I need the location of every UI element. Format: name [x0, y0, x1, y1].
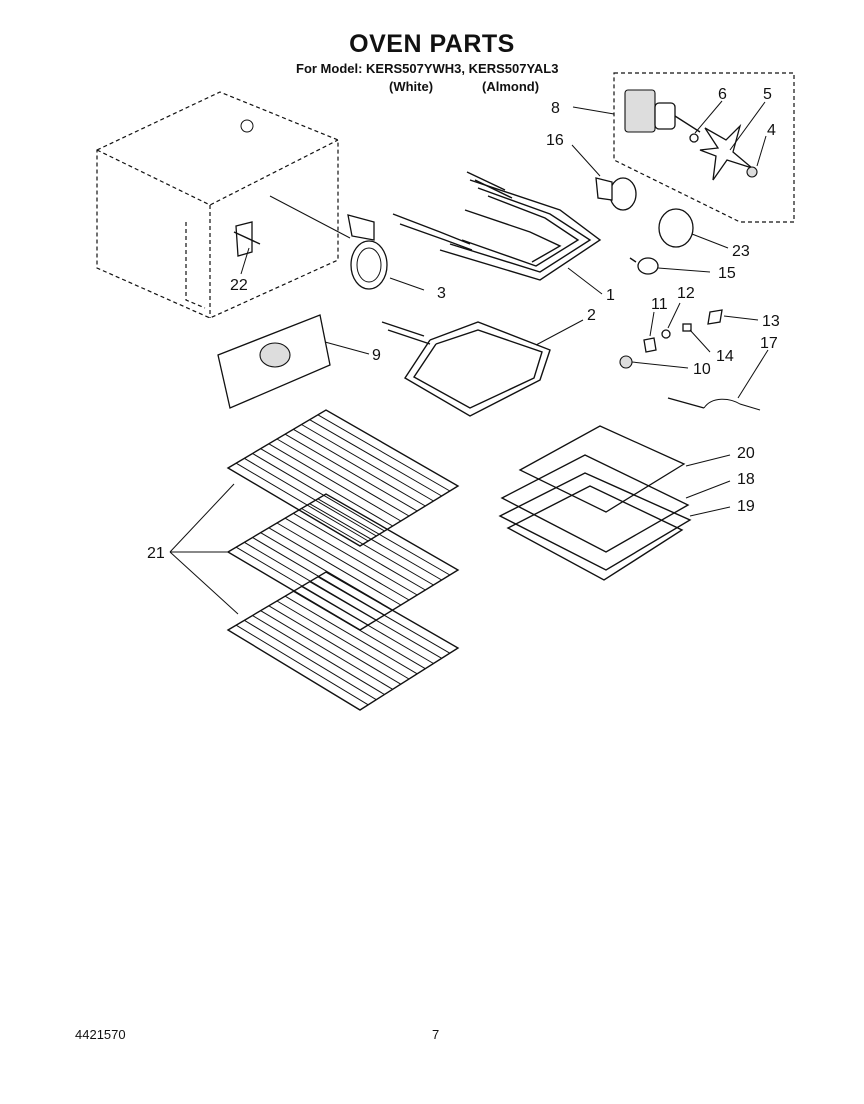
callout-5: 5 [763, 86, 772, 103]
fan-blade-part [699, 123, 753, 181]
callout-22: 22 [230, 277, 248, 294]
broiler-pan-part [498, 425, 692, 581]
color-white-label: (White) [389, 79, 434, 94]
bracket-part [233, 221, 261, 257]
clip-part [707, 309, 723, 325]
callout-4: 4 [767, 122, 776, 139]
page-title: OVEN PARTS [349, 30, 515, 58]
oven-cavity [96, 91, 339, 319]
callout-18: 18 [737, 471, 755, 488]
callout-11: 11 [651, 296, 668, 313]
leader-lines [169, 100, 769, 615]
terminal-part [643, 337, 657, 353]
model-line: For Model: KERS507YWH3, KERS507YAL3 [296, 61, 559, 76]
callout-3: 3 [437, 285, 446, 302]
light-bulb-part [629, 257, 659, 275]
page-number: 7 [432, 1027, 440, 1042]
callout-9: 9 [372, 347, 381, 364]
callout-23: 23 [732, 243, 750, 260]
callout-15: 15 [718, 265, 736, 282]
callout-8: 8 [551, 100, 560, 117]
callout-16: 16 [546, 132, 564, 149]
hex-nut-part [619, 355, 633, 369]
callout-19: 19 [737, 498, 755, 515]
callout-2: 2 [587, 307, 596, 324]
sleeve-part [682, 323, 692, 332]
fan-enclosure [613, 72, 795, 223]
callout-1: 1 [606, 287, 615, 304]
washer-part [689, 133, 699, 143]
insulator-part [661, 329, 671, 339]
broil-element-part [392, 171, 602, 281]
light-socket-part [595, 177, 637, 211]
callout-21: 21 [147, 545, 165, 562]
bake-element-part [381, 321, 551, 417]
doc-number: 4421570 [75, 1027, 126, 1042]
fan-nut-part [746, 166, 758, 178]
oven-racks-part [226, 409, 460, 711]
callout-6: 6 [718, 86, 727, 103]
light-lens-part [658, 208, 694, 248]
callout-13: 13 [762, 313, 780, 330]
callout-10: 10 [693, 361, 711, 378]
color-almond-label: (Almond) [482, 79, 540, 94]
light-housing-part [347, 214, 388, 290]
rear-panel-part [217, 314, 331, 409]
callout-17: 17 [760, 335, 778, 352]
callout-12: 12 [677, 285, 695, 302]
callout-14: 14 [716, 348, 734, 365]
callout-20: 20 [737, 445, 755, 462]
fan-motor-part [624, 89, 701, 133]
meat-probe-part [667, 397, 761, 411]
